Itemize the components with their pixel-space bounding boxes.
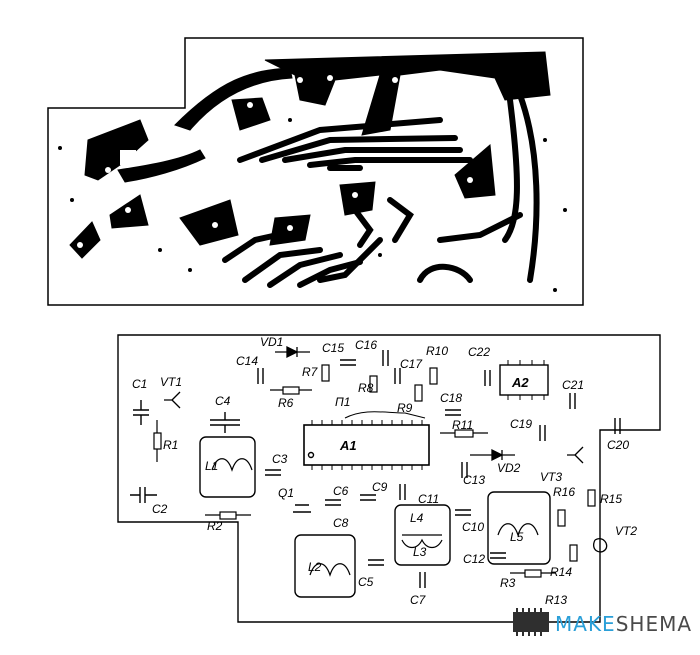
ic-a2-body — [499, 364, 549, 396]
brand-name-text: MAKESHEMA — [555, 612, 692, 636]
label-L2: L2 — [308, 560, 322, 574]
label-C7: C7 — [410, 593, 427, 607]
label-A1: A1 — [339, 438, 357, 453]
label-C14: C14 — [236, 354, 258, 368]
label-R2: R2 — [207, 519, 223, 533]
label-C18: C18 — [440, 391, 462, 405]
label-C11: C11 — [418, 492, 439, 506]
label-C5: C5 — [358, 575, 374, 589]
label-C1: C1 — [132, 377, 147, 391]
label-P1: П1 — [335, 395, 350, 409]
label-VD1: VD1 — [260, 335, 283, 349]
diodes — [275, 345, 515, 462]
coil-l2-frame — [294, 534, 356, 598]
resistors — [153, 364, 596, 578]
label-R3: R3 — [500, 576, 516, 590]
label-Q1: Q1 — [278, 486, 294, 500]
coil-l1-frame — [199, 436, 256, 498]
label-VD2: VD2 — [497, 461, 521, 475]
label-C2: C2 — [152, 502, 168, 516]
label-A2: A2 — [511, 375, 529, 390]
label-L3: L3 — [413, 545, 427, 559]
label-C19: C19 — [510, 417, 532, 431]
brand-watermark: MAKESHEMA — [513, 608, 692, 636]
ic-a1-pins — [311, 420, 423, 470]
label-C12: C12 — [463, 552, 485, 566]
label-R9: R9 — [397, 401, 413, 415]
pcb-trace-layout — [47, 37, 584, 306]
label-R10: R10 — [426, 344, 448, 358]
label-C17: C17 — [400, 357, 423, 371]
label-C21: C21 — [562, 378, 584, 392]
component-board-outline — [117, 334, 661, 623]
trace-drill-points — [58, 118, 567, 292]
label-R16: R16 — [553, 485, 575, 499]
label-L5: L5 — [510, 530, 524, 544]
label-R6: R6 — [278, 396, 294, 410]
label-VT2: VT2 — [615, 524, 637, 538]
brand-name-rest: SHEMA — [616, 612, 692, 636]
label-R11: R11 — [452, 418, 473, 432]
copper-traces — [69, 51, 551, 288]
ic-a1-body — [303, 424, 430, 466]
label-C4: C4 — [215, 394, 231, 408]
label-C9: C9 — [372, 480, 388, 494]
trace-pad-holes — [77, 75, 473, 248]
label-VT1: VT1 — [160, 375, 182, 389]
label-R7: R7 — [302, 365, 319, 379]
label-C13: C13 — [463, 473, 485, 487]
capacitors — [130, 350, 621, 588]
transistors — [164, 391, 608, 553]
label-C6: C6 — [333, 484, 349, 498]
component-labels: VD1 C15 C16 R10 C22 C14 R7 C17 C1 VT1 R8… — [132, 335, 637, 607]
label-R13: R13 — [545, 593, 567, 607]
coil-l4-l3-frame — [394, 504, 451, 566]
label-VT3: VT3 — [540, 470, 562, 484]
label-R8: R8 — [358, 381, 374, 395]
label-C16: C16 — [355, 338, 377, 352]
label-L4: L4 — [410, 511, 424, 525]
label-C3: C3 — [272, 452, 288, 466]
label-L1: L1 — [205, 459, 218, 473]
pcb-component-layout — [117, 334, 661, 623]
brand-name-accent: MAKE — [555, 612, 616, 636]
label-C10: C10 — [462, 520, 484, 534]
coil-l5-frame — [487, 491, 551, 565]
label-C22: C22 — [468, 345, 490, 359]
label-R1: R1 — [163, 438, 178, 452]
label-R14: R14 — [550, 565, 572, 579]
p1-wire — [344, 411, 426, 419]
label-C15: C15 — [322, 341, 344, 355]
brand-name: MAKESHEMA — [555, 612, 692, 636]
chip-icon — [513, 608, 549, 636]
label-R15: R15 — [600, 492, 622, 506]
label-C20: C20 — [607, 438, 629, 452]
label-C8: C8 — [333, 516, 349, 530]
